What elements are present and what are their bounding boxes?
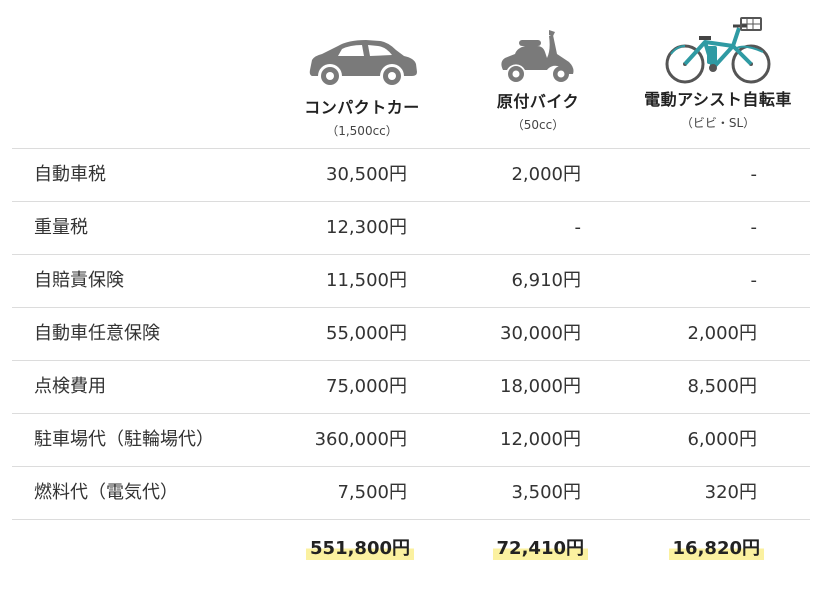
car-icon (309, 40, 417, 85)
vehicle-name-scooter: 原付バイク (496, 92, 580, 111)
scooter-cost-cell: 6,910円 (511, 270, 581, 291)
row-label: 自動車税 (34, 164, 106, 185)
bicycle-cost-cell: - (750, 164, 758, 185)
table-row: 自賠責保険 11,500円 6,910円 - (12, 254, 810, 307)
vehicle-header-scooter: 原付バイク （50cc） (478, 0, 598, 133)
electric-bicycle-icon (665, 17, 771, 84)
scooter-cost-cell: - (574, 217, 582, 238)
row-label: 点検費用 (34, 376, 106, 397)
vehicle-header-bicycle: 電動アシスト自転車 （ビビ・SL） (628, 0, 808, 131)
car-cost-cell: 75,000円 (326, 376, 407, 397)
bicycle-total: 16,820円 (668, 534, 764, 560)
scooter-cost-cell: 18,000円 (500, 376, 581, 397)
car-cost-cell: 12,300円 (326, 217, 407, 238)
bicycle-cost-cell: 2,000円 (687, 323, 757, 344)
car-cost-cell: 360,000円 (314, 429, 407, 450)
bicycle-cost-cell: 8,500円 (687, 376, 757, 397)
vehicle-note-car: （1,500cc） (326, 124, 398, 138)
bicycle-cost-cell: - (750, 270, 758, 291)
car-cost-cell: 7,500円 (337, 482, 407, 503)
scooter-cost-cell: 2,000円 (511, 164, 581, 185)
vehicle-name-car: コンパクトカー (304, 98, 420, 117)
cost-comparison-table: 自動車税 30,500円 2,000円 - 重量税 12,300円 - - 自賠… (12, 148, 810, 580)
vehicle-header-car: コンパクトカー （1,500cc） (292, 0, 432, 139)
vehicle-note-bicycle: （ビビ・SL） (680, 116, 756, 130)
bicycle-cost-cell: 320円 (704, 482, 757, 503)
total-row: 551,800円 72,410円 16,820円 (12, 519, 810, 580)
row-label: 燃料代（電気代） (34, 482, 178, 503)
table-row: 点検費用 75,000円 18,000円 8,500円 (12, 360, 810, 413)
table-row: 燃料代（電気代） 7,500円 3,500円 320円 (12, 466, 810, 519)
row-label: 自賠責保険 (34, 270, 124, 291)
scooter-cost-cell: 30,000円 (500, 323, 581, 344)
vehicle-name-bicycle: 電動アシスト自転車 (644, 90, 792, 109)
car-cost-cell: 11,500円 (326, 270, 407, 291)
table-row: 駐車場代（駐輪場代） 360,000円 12,000円 6,000円 (12, 413, 810, 466)
scooter-total: 72,410円 (492, 534, 588, 560)
car-cost-cell: 30,500円 (326, 164, 407, 185)
row-label: 重量税 (34, 217, 88, 238)
car-cost-cell: 55,000円 (326, 323, 407, 344)
scooter-cost-cell: 3,500円 (511, 482, 581, 503)
vehicle-note-scooter: （50cc） (511, 118, 565, 132)
scooter-icon (501, 30, 574, 82)
bicycle-cost-cell: - (750, 217, 758, 238)
row-label: 自動車任意保険 (34, 323, 160, 344)
table-row: 自動車任意保険 55,000円 30,000円 2,000円 (12, 307, 810, 360)
row-label: 駐車場代（駐輪場代） (34, 429, 214, 450)
table-row: 重量税 12,300円 - - (12, 201, 810, 254)
table-row: 自動車税 30,500円 2,000円 - (12, 148, 810, 201)
car-total: 551,800円 (306, 534, 414, 560)
bicycle-cost-cell: 6,000円 (687, 429, 757, 450)
scooter-cost-cell: 12,000円 (500, 429, 581, 450)
